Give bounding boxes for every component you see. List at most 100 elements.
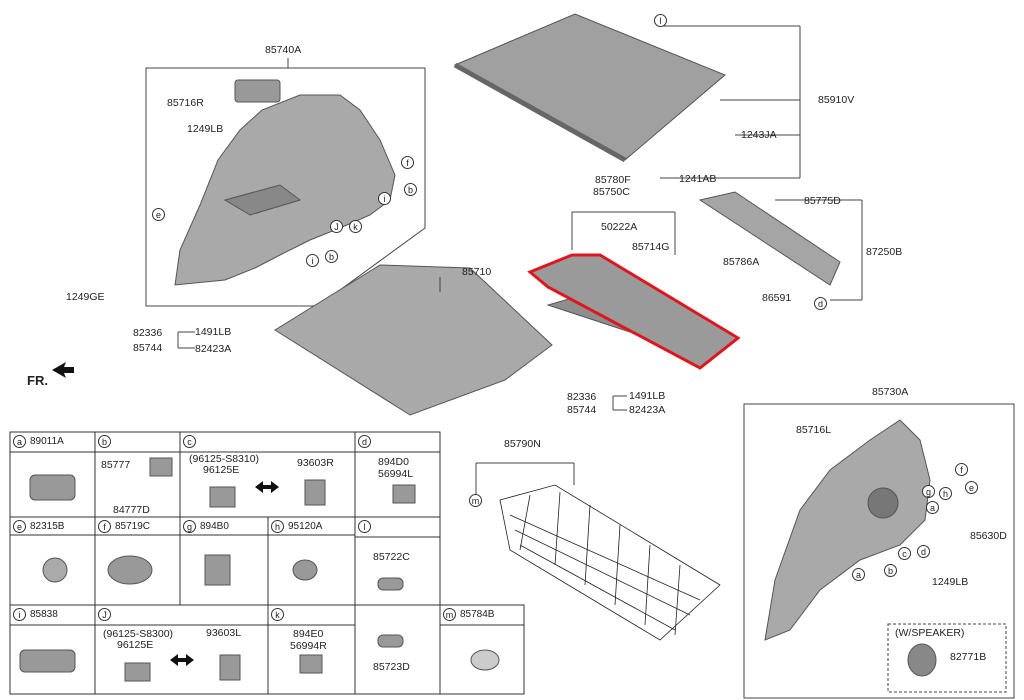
circle-i-left2: i xyxy=(306,254,319,267)
sill-plate-87250B xyxy=(698,191,841,286)
label-85714G: 85714G xyxy=(632,241,670,253)
cell-e-header: e 82315B xyxy=(13,520,64,533)
label-1243JA: 1243JA xyxy=(741,129,777,141)
circle-c-right: c xyxy=(898,547,911,560)
cell-e-key: e xyxy=(13,520,26,533)
cell-m-key: m xyxy=(443,608,456,621)
label-85910V: 85910V xyxy=(818,94,855,106)
front-arrow-icon xyxy=(52,362,74,378)
right-trim-group-box xyxy=(743,403,1015,699)
speaker-82771B xyxy=(907,643,937,677)
circle-a-right1: a xyxy=(926,501,939,514)
left-trim-pocket xyxy=(223,184,302,216)
cell-k-part2: 56994R xyxy=(290,640,327,652)
speaker-opening xyxy=(867,487,899,519)
cell-l-part1: 85722C xyxy=(373,551,410,563)
label-50222A: 50222A xyxy=(601,221,638,233)
label-wspeaker: (W/SPEAKER) xyxy=(895,627,965,639)
alt-arrow-c xyxy=(255,481,279,493)
label-85744-left: 85744 xyxy=(133,342,163,354)
circle-d-right: d xyxy=(917,545,930,558)
cell-g-part: 894B0 xyxy=(200,521,229,533)
cargo-net xyxy=(499,484,721,641)
cell-l-key: l xyxy=(358,520,371,533)
part-89011A-img xyxy=(29,474,76,501)
circle-f-left: f xyxy=(401,156,414,169)
speaker-option-box xyxy=(887,623,1007,693)
right-quarter-trim xyxy=(764,419,931,641)
circle-b-right: b xyxy=(884,564,897,577)
part-96125E-j-img xyxy=(124,662,151,682)
circle-e-right: e xyxy=(965,481,978,494)
circle-a-right2: a xyxy=(852,568,865,581)
cell-h-part: 95120A xyxy=(288,521,323,533)
label-82771B: 82771B xyxy=(950,651,987,663)
circle-m-net: m xyxy=(469,494,482,507)
cell-l-header: l xyxy=(358,520,375,533)
cell-b-key: b xyxy=(98,435,111,448)
label-85744-right: 85744 xyxy=(567,404,597,416)
label-85750C: 85750C xyxy=(593,186,630,198)
tray-85750C-highlight xyxy=(527,253,741,370)
label-85710: 85710 xyxy=(462,266,492,278)
label-85630D: 85630D xyxy=(970,530,1007,542)
cell-m-part: 85784B xyxy=(460,609,495,621)
cell-b-part1: 85777 xyxy=(101,459,131,471)
cell-k-header: k xyxy=(271,608,288,621)
label-85716L: 85716L xyxy=(796,424,832,436)
part-93603L-img xyxy=(219,654,241,681)
leader-lines xyxy=(177,25,863,495)
circle-f-right: f xyxy=(955,463,968,476)
luggage-board xyxy=(274,264,553,416)
label-1249GE: 1249GE xyxy=(66,291,105,303)
part-95120A-img xyxy=(292,559,318,581)
alt-arrow-j xyxy=(170,654,194,666)
part-894D0-img xyxy=(392,484,416,504)
label-1491LB-right: 1491LB xyxy=(629,390,666,402)
cell-k-key: k xyxy=(271,608,284,621)
circle-b-left1: b xyxy=(404,183,417,196)
cell-d-header: d xyxy=(358,435,375,448)
cell-f-key: f xyxy=(98,520,111,533)
part-85722C-img xyxy=(377,577,404,591)
label-85716R: 85716R xyxy=(167,97,204,109)
cell-a-part: 89011A xyxy=(30,436,64,448)
label-85775D: 85775D xyxy=(804,195,841,207)
label-82336-left: 82336 xyxy=(133,327,163,339)
cell-k-part1: 894E0 xyxy=(293,628,324,640)
cell-d-part2: 56994L xyxy=(378,468,414,480)
cell-m-header: m 85784B xyxy=(443,608,494,621)
label-82423A-right: 82423A xyxy=(629,404,666,416)
circle-h-right: h xyxy=(939,487,952,500)
part-82315B-img xyxy=(42,557,68,583)
cell-e-part: 82315B xyxy=(30,521,65,533)
cell-g-key: g xyxy=(183,520,196,533)
cell-b-part2: 84777D xyxy=(113,504,150,516)
cell-c-part2: 93603R xyxy=(297,457,334,469)
label-82423A-left: 82423A xyxy=(195,343,232,355)
cell-j-header: J xyxy=(98,608,115,621)
label-85786A: 85786A xyxy=(723,256,760,268)
cell-j-key: J xyxy=(98,608,111,621)
cell-f-part: 85719C xyxy=(115,521,151,533)
hook-85716R xyxy=(234,79,281,103)
cell-c-key: c xyxy=(183,435,196,448)
front-label: FR. xyxy=(27,373,48,388)
cell-a-key: a xyxy=(13,435,26,448)
circle-l-cover: l xyxy=(654,14,667,27)
label-85730A: 85730A xyxy=(872,386,909,398)
parts-table-grid xyxy=(9,431,525,695)
cover-roller xyxy=(453,62,627,163)
part-96125E-img xyxy=(209,486,236,508)
label-1491LB-left: 1491LB xyxy=(195,326,232,338)
circle-g-right: g xyxy=(922,485,935,498)
cell-c-sub: (96125-S8310) xyxy=(189,453,260,465)
part-85838-img xyxy=(19,649,76,673)
label-85790N: 85790N xyxy=(504,438,541,450)
label-86591: 86591 xyxy=(762,292,792,304)
circle-k-left: k xyxy=(349,220,362,233)
cell-d-key: d xyxy=(358,435,371,448)
